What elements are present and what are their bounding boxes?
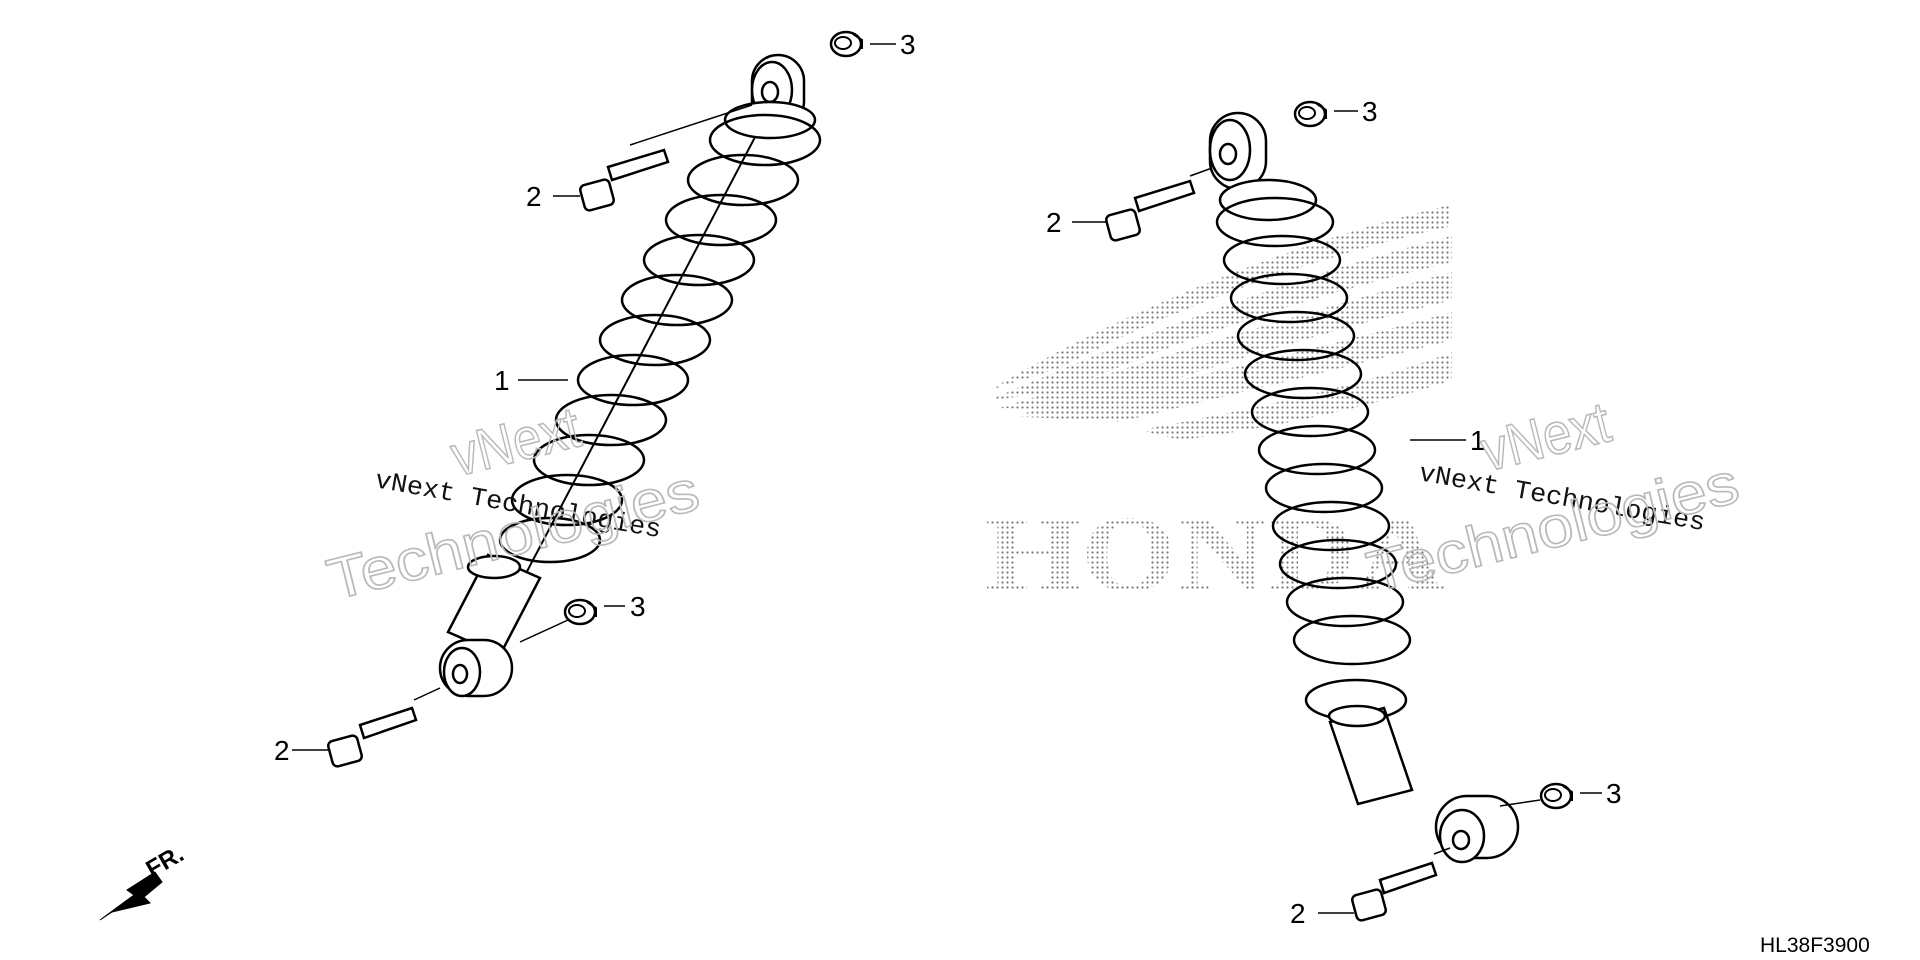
shock-absorber-left xyxy=(438,53,822,698)
nut-right-bottom xyxy=(1539,782,1574,810)
bolt-left-top xyxy=(579,104,753,212)
shock-right-bottom-mount xyxy=(1434,794,1520,864)
part-code: HL38F3900 xyxy=(1760,934,1870,957)
watermark-large-right-line1: vNext xyxy=(1475,390,1617,485)
callout-nut-left-bottom: 3 xyxy=(630,591,646,622)
nut-left-top xyxy=(829,30,864,58)
leader-lines xyxy=(292,43,1602,914)
bolt-left-bottom xyxy=(327,687,441,768)
shock-right-body xyxy=(1327,704,1414,806)
shock-left-body xyxy=(446,553,542,657)
callout-bolt-left-bottom: 2 xyxy=(274,735,290,766)
watermark-right: vNext Technologies vNext Technologies xyxy=(1360,389,1746,606)
shock-right-top-mount xyxy=(1208,111,1318,222)
callout-bolt-right-bottom: 2 xyxy=(1290,898,1306,929)
callout-nut-right-bottom: 3 xyxy=(1606,778,1622,809)
callouts: 3 2 1 3 2 3 2 1 3 2 xyxy=(274,29,1622,929)
bolt-right-bottom xyxy=(1351,847,1451,922)
callout-shock-right: 1 xyxy=(1470,425,1486,456)
nut-left-bottom xyxy=(563,598,598,626)
shock-left-bottom-mount xyxy=(438,638,514,698)
callout-nut-left-top: 3 xyxy=(900,29,916,60)
callout-shock-left: 1 xyxy=(494,365,510,396)
honda-logo-text: HONDA xyxy=(985,495,1445,614)
honda-logo: HONDA xyxy=(985,205,1452,614)
shock-left-spring xyxy=(498,113,822,564)
front-direction-arrow: FR. xyxy=(99,840,188,921)
shock-right-spring xyxy=(1215,196,1412,722)
shock-absorber-right xyxy=(1208,111,1520,864)
callout-nut-right-top: 3 xyxy=(1362,96,1378,127)
callout-bolt-left-top: 2 xyxy=(526,181,542,212)
bolt-right-top xyxy=(1105,167,1213,242)
nut-right-top xyxy=(1293,100,1328,128)
callout-bolt-right-top: 2 xyxy=(1046,207,1062,238)
shock-left-top-mount xyxy=(723,53,817,140)
